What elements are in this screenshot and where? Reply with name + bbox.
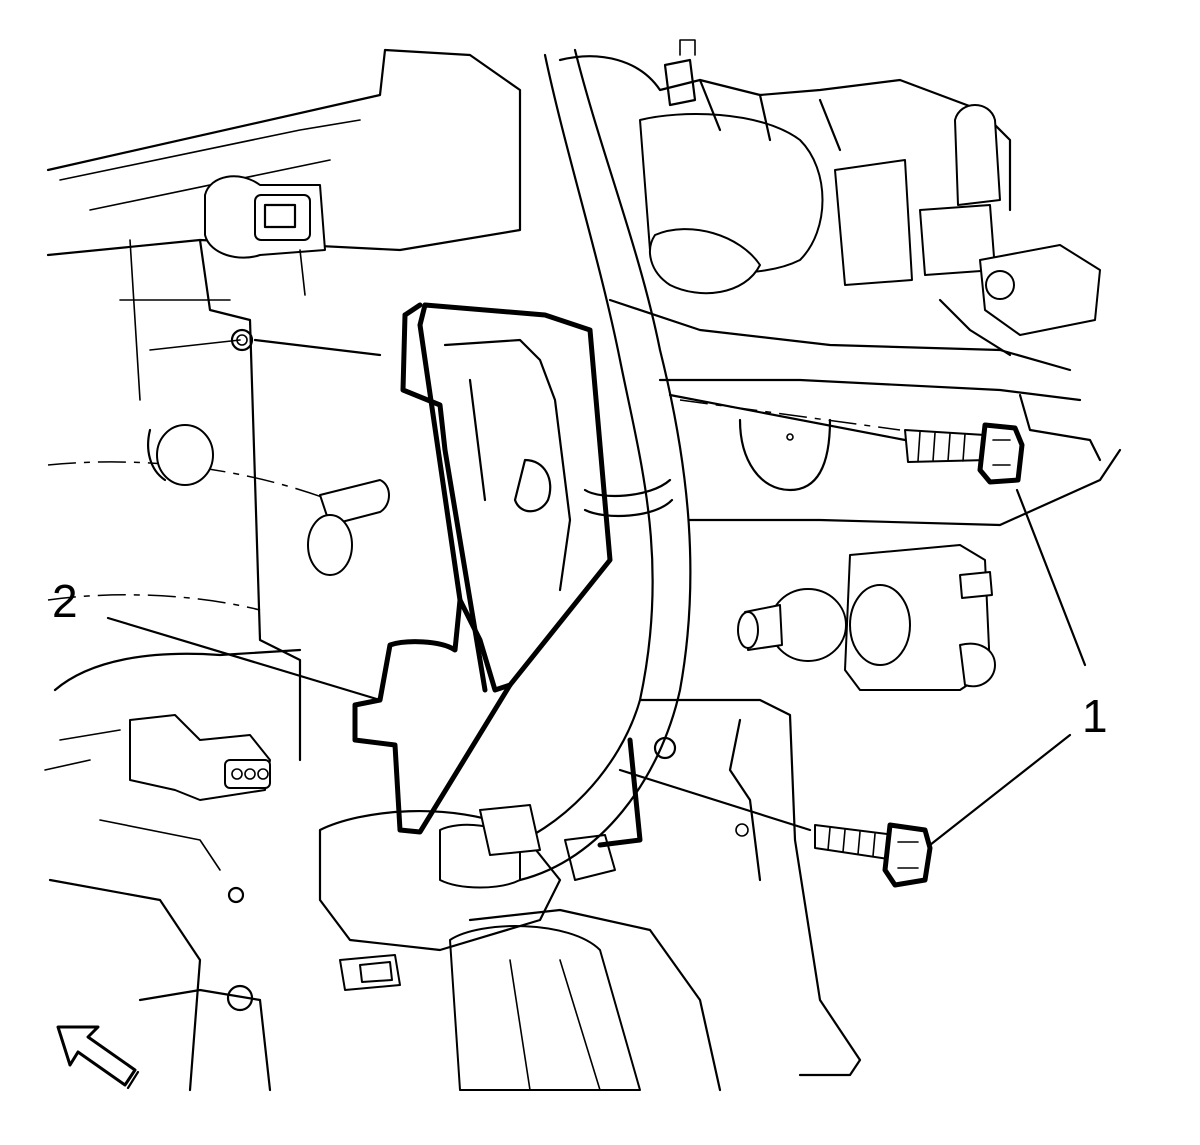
callout-leaders bbox=[106, 338, 1087, 847]
callout-2-label: 2 bbox=[52, 575, 78, 627]
coolant-hose bbox=[439, 48, 692, 889]
pipe-fitting-left bbox=[307, 479, 390, 576]
lower-housing bbox=[318, 698, 862, 1092]
injector-assembly-right bbox=[737, 544, 996, 691]
bolt-lower bbox=[814, 822, 933, 888]
arrow-icon bbox=[56, 1025, 140, 1090]
callout-1-label: 1 bbox=[1082, 690, 1108, 742]
engine-top-right bbox=[558, 39, 1101, 357]
plug-cap bbox=[147, 424, 214, 486]
sensor-connector-upper bbox=[204, 175, 326, 296]
bracket-outline bbox=[352, 302, 643, 848]
bolt-upper bbox=[904, 422, 1025, 485]
connector-lower-left bbox=[129, 714, 271, 801]
